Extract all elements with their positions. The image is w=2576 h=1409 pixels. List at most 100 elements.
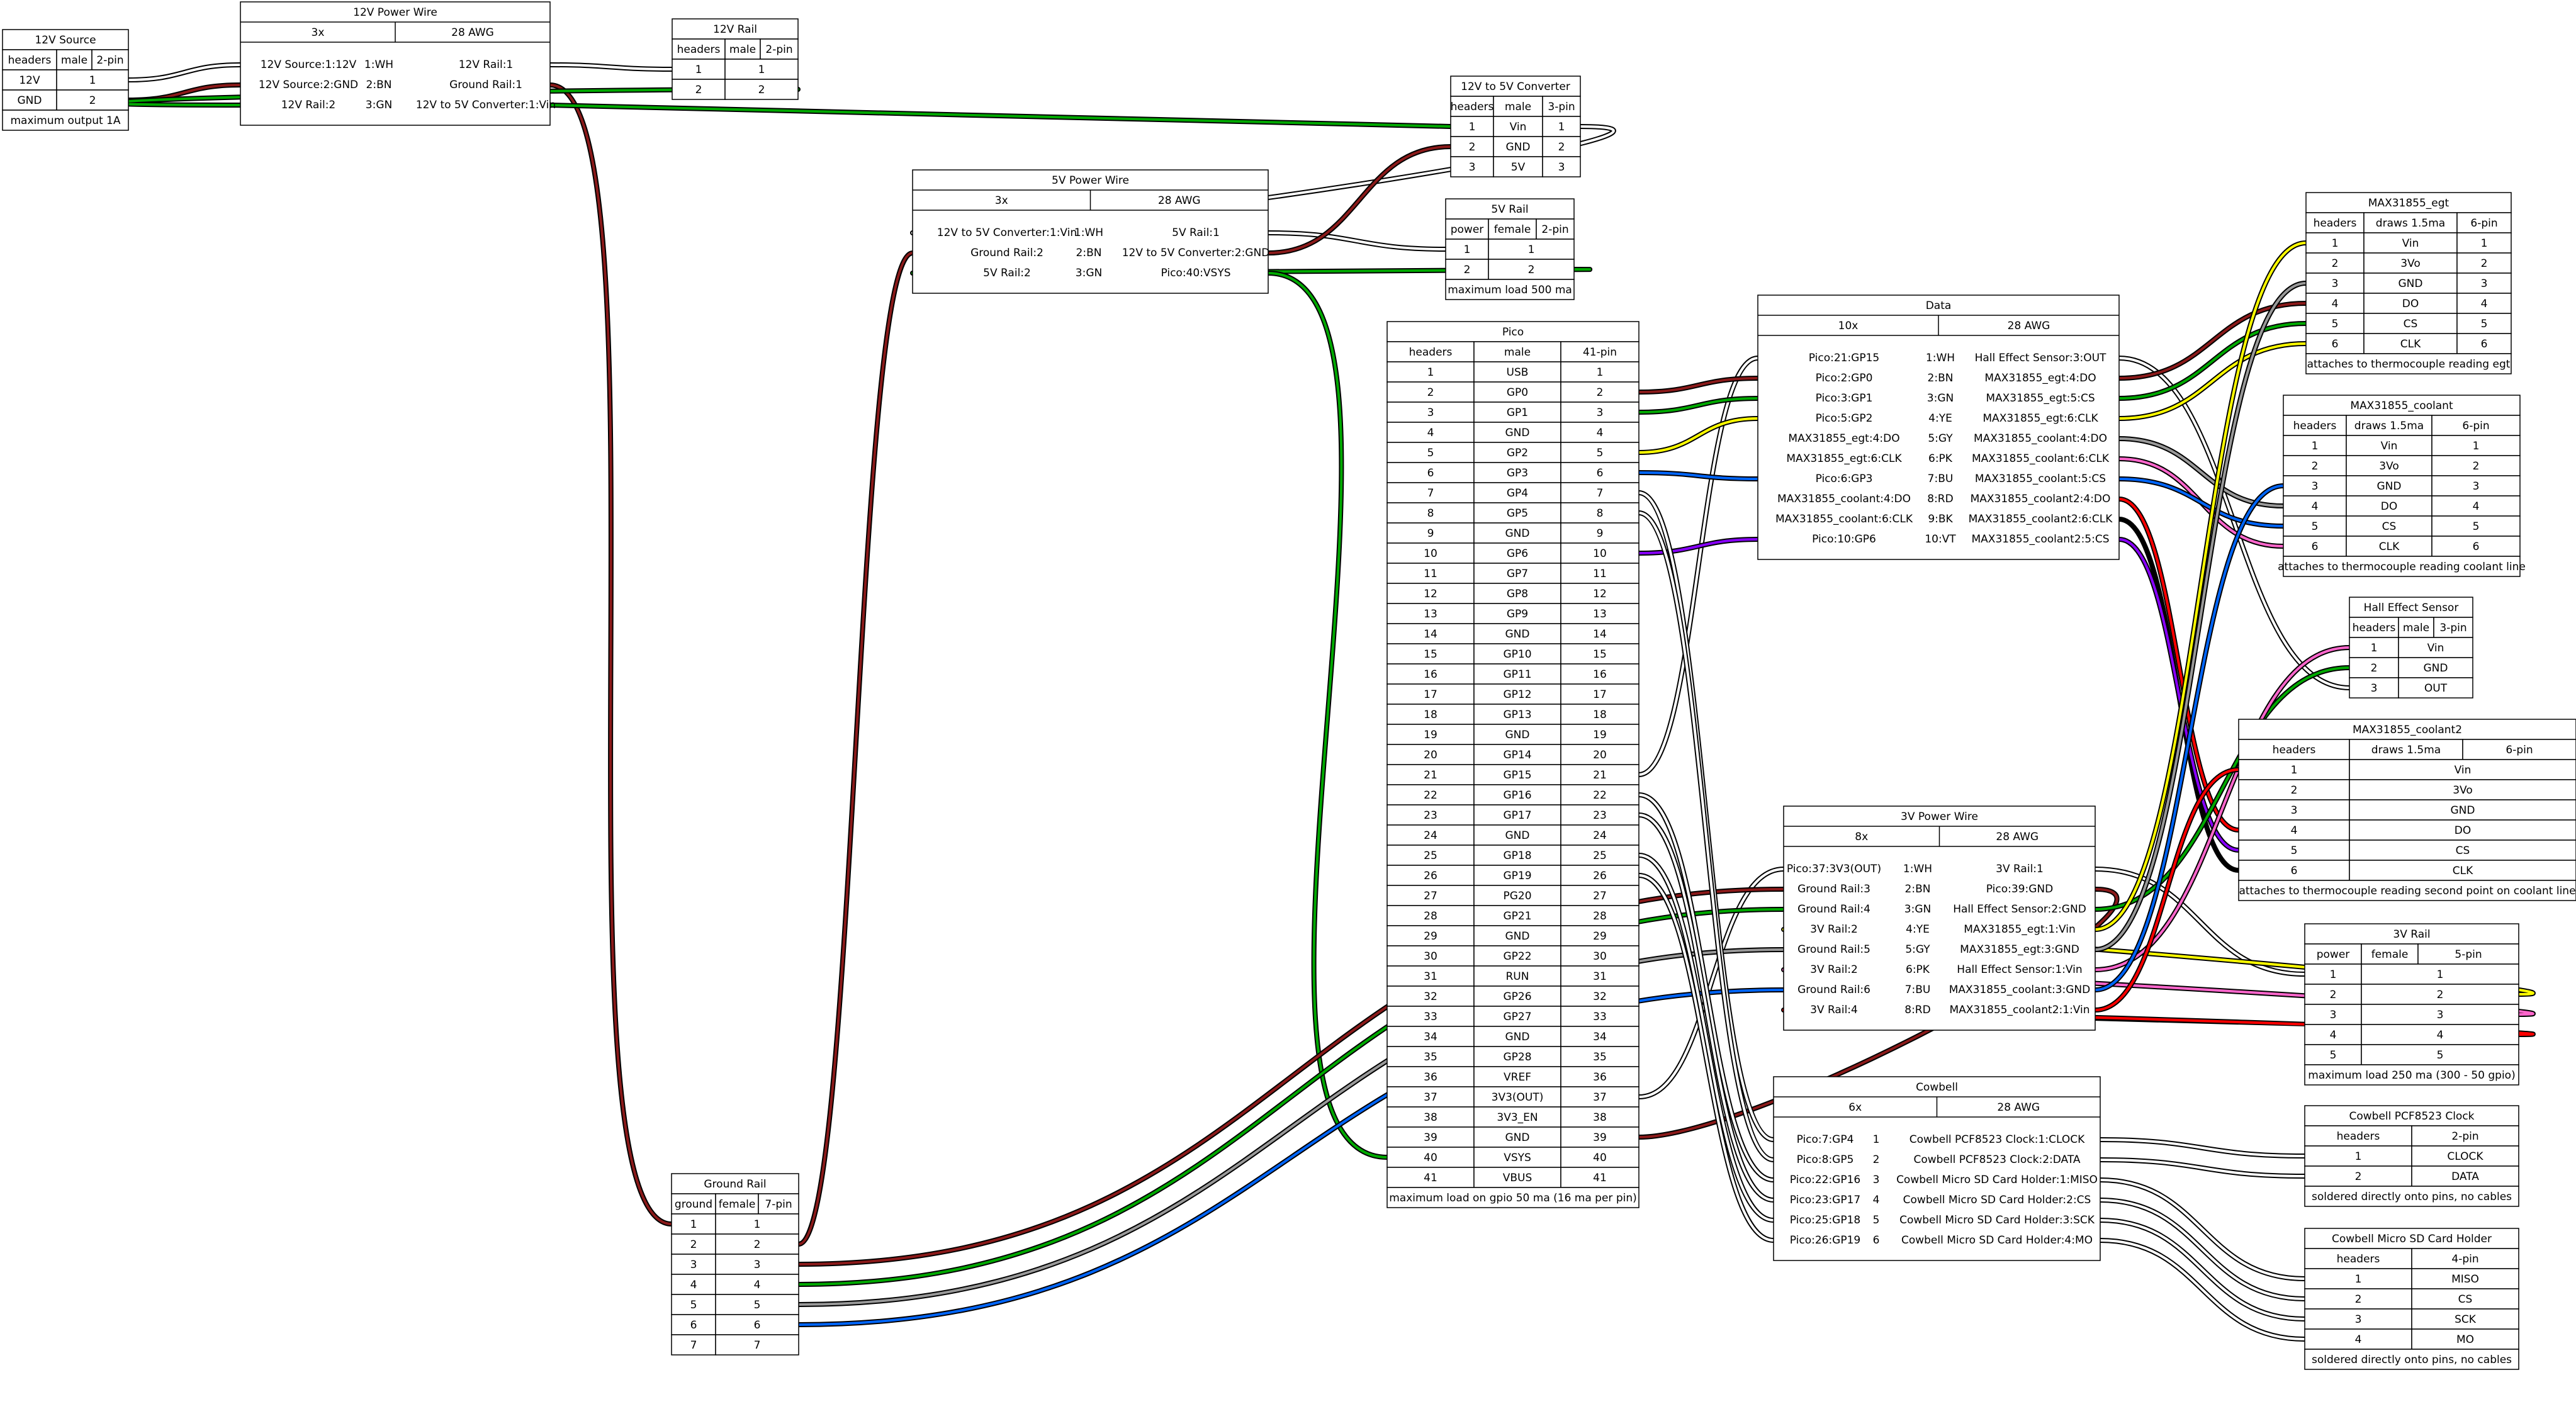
table-cell <box>1473 925 1561 946</box>
connector-title: MAX31855_coolant2 <box>2353 724 2462 736</box>
pin-cell: GND <box>1506 141 1531 154</box>
wire-id: 1:WH <box>1926 352 1955 364</box>
pin-cell: 2 <box>695 84 702 96</box>
wire-from: 5V Rail:2 <box>983 267 1031 279</box>
pin-cell: 15 <box>1593 648 1607 661</box>
table-cell <box>1560 1006 1640 1027</box>
table-cell <box>2411 1268 2519 1289</box>
column-header: draws 1.5ma <box>2371 744 2441 756</box>
table-cell <box>1488 259 1575 280</box>
pin-cell: 11 <box>1593 568 1607 580</box>
table-cell <box>671 1274 716 1295</box>
wire-to: MAX31855_coolant2:6:CLK <box>1969 513 2113 525</box>
wire-id: 4 <box>1873 1194 1880 1206</box>
pin-cell: 4 <box>2332 298 2339 310</box>
table-cell <box>1560 442 1640 463</box>
table-cell <box>2398 677 2473 699</box>
pin-cell: CS <box>2382 520 2397 533</box>
table-cell <box>1560 522 1640 544</box>
table-cell <box>672 79 726 100</box>
table-cell <box>1560 985 1640 1007</box>
pin-cell: 1 <box>758 64 765 76</box>
table-cell <box>1560 905 1640 926</box>
pin-cell: 21 <box>1593 769 1607 782</box>
pin-cell: 1 <box>1427 366 1434 379</box>
wire-from: Pico:2:GP0 <box>1816 372 1873 385</box>
table-cell <box>1560 663 1640 685</box>
connector-title: MAX31855_coolant <box>2350 400 2453 412</box>
wire-id: 8:RD <box>1927 493 1953 505</box>
pin-cell: GP28 <box>1503 1051 1531 1064</box>
table-cell <box>1386 824 1475 846</box>
table-cell <box>2431 415 2521 436</box>
table-cell <box>672 18 799 40</box>
wire-5v-2 <box>796 250 915 1247</box>
pin-cell: 8 <box>1427 507 1434 520</box>
cable-title: 3V Power Wire <box>1901 811 1978 823</box>
table-cell <box>2304 1024 2362 1045</box>
table-cell <box>1560 885 1640 906</box>
pin-cell: 4 <box>690 1279 697 1291</box>
pin-cell: 3 <box>754 1259 761 1271</box>
pin-cell: 1 <box>754 1218 761 1231</box>
column-header: 6-pin <box>2470 217 2497 230</box>
pin-cell: 1 <box>2355 1150 2362 1163</box>
table-cell <box>1473 542 1561 564</box>
pin-cell: 3Vo <box>2379 460 2399 473</box>
table-cell <box>1560 865 1640 886</box>
table-cell <box>2305 232 2365 254</box>
pin-cell: 2 <box>2332 257 2339 270</box>
column-header: headers <box>2314 217 2357 230</box>
column-header: 2-pin <box>1541 223 1568 236</box>
wire-id: 5 <box>1873 1214 1880 1227</box>
wire-from: 3V Rail:2 <box>1810 923 1858 936</box>
wire-from: Pico:6:GP3 <box>1816 473 1873 485</box>
table-cell <box>2283 435 2347 456</box>
wire-data-3-out <box>2117 321 2309 401</box>
table-cell <box>1473 502 1561 524</box>
column-header: male <box>1505 101 1531 113</box>
wire-cowbell-6-out <box>2098 1238 2307 1342</box>
cable-title: 12V Power Wire <box>353 6 437 19</box>
wire-cowbell-2-in <box>1636 510 1776 1162</box>
pin-cell: GP16 <box>1503 789 1531 802</box>
table-cell <box>1473 885 1561 906</box>
table-cell <box>1445 218 1489 240</box>
table-cell <box>715 1334 799 1356</box>
wire-id: 5:GY <box>1905 943 1930 956</box>
pin-cell: 35 <box>1593 1051 1607 1064</box>
pin-cell: 3Vo <box>2400 257 2421 270</box>
pin-cell: 1 <box>89 74 96 87</box>
pin-cell: 39 <box>1424 1131 1437 1144</box>
wire-to: MAX31855_coolant:6:CLK <box>1972 452 2110 465</box>
connector-title: 12V to 5V Converter <box>1461 81 1570 93</box>
wire-to: Ground Rail:1 <box>449 79 522 91</box>
wire-data-7-in <box>1636 470 1760 481</box>
table-cell <box>2363 293 2458 314</box>
table-cell <box>1473 482 1561 503</box>
wire-id: 1:WH <box>364 59 393 71</box>
wire-5v-3b <box>1266 271 1390 1160</box>
table-cell <box>2238 799 2350 821</box>
wire-12v-3 <box>112 87 801 108</box>
column-header: male <box>61 54 87 67</box>
pin-cell: SCK <box>2455 1313 2477 1326</box>
pin-cell: 5 <box>2437 1049 2444 1062</box>
pin-cell: GP12 <box>1503 688 1531 701</box>
table-cell <box>2349 677 2399 699</box>
connector-title: MAX31855_egt <box>2368 197 2449 210</box>
pin-cell: 17 <box>1424 688 1437 701</box>
table-cell <box>56 69 129 91</box>
pin-cell: 33 <box>1424 1011 1437 1023</box>
pin-cell: 35 <box>1424 1051 1437 1064</box>
pin-cell: GND <box>1505 829 1530 842</box>
wire-to: MAX31855_egt:4:DO <box>1984 372 2096 385</box>
table-cell <box>1542 96 1581 117</box>
table-cell <box>1473 965 1561 987</box>
pin-cell: RUN <box>1506 970 1529 983</box>
